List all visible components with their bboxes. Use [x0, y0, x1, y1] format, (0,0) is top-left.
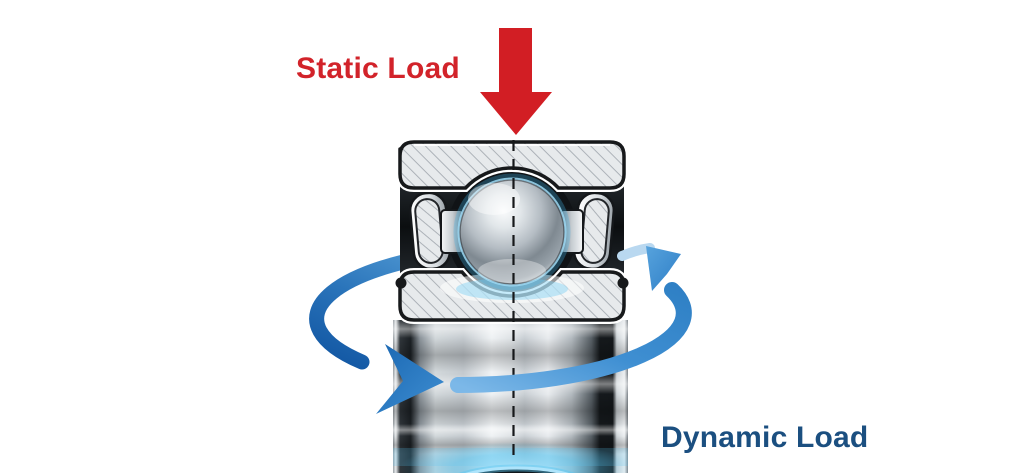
ring-notch-right [617, 277, 629, 289]
rotation-arrow-back-head [646, 246, 681, 291]
static-load-label: Static Load [296, 52, 460, 85]
ring-notch-left [395, 277, 407, 289]
rotation-arrow-front-head [376, 344, 444, 414]
rotation-arrow-front-arc [450, 243, 692, 393]
next-ball-glow [399, 442, 628, 473]
shaft [393, 320, 628, 473]
dynamic-load-label: Dynamic Load [661, 421, 869, 454]
outer-ring [396, 138, 628, 192]
bearing-ball [453, 173, 571, 291]
bearing [393, 138, 629, 473]
static-load-arrow-icon [480, 28, 552, 135]
